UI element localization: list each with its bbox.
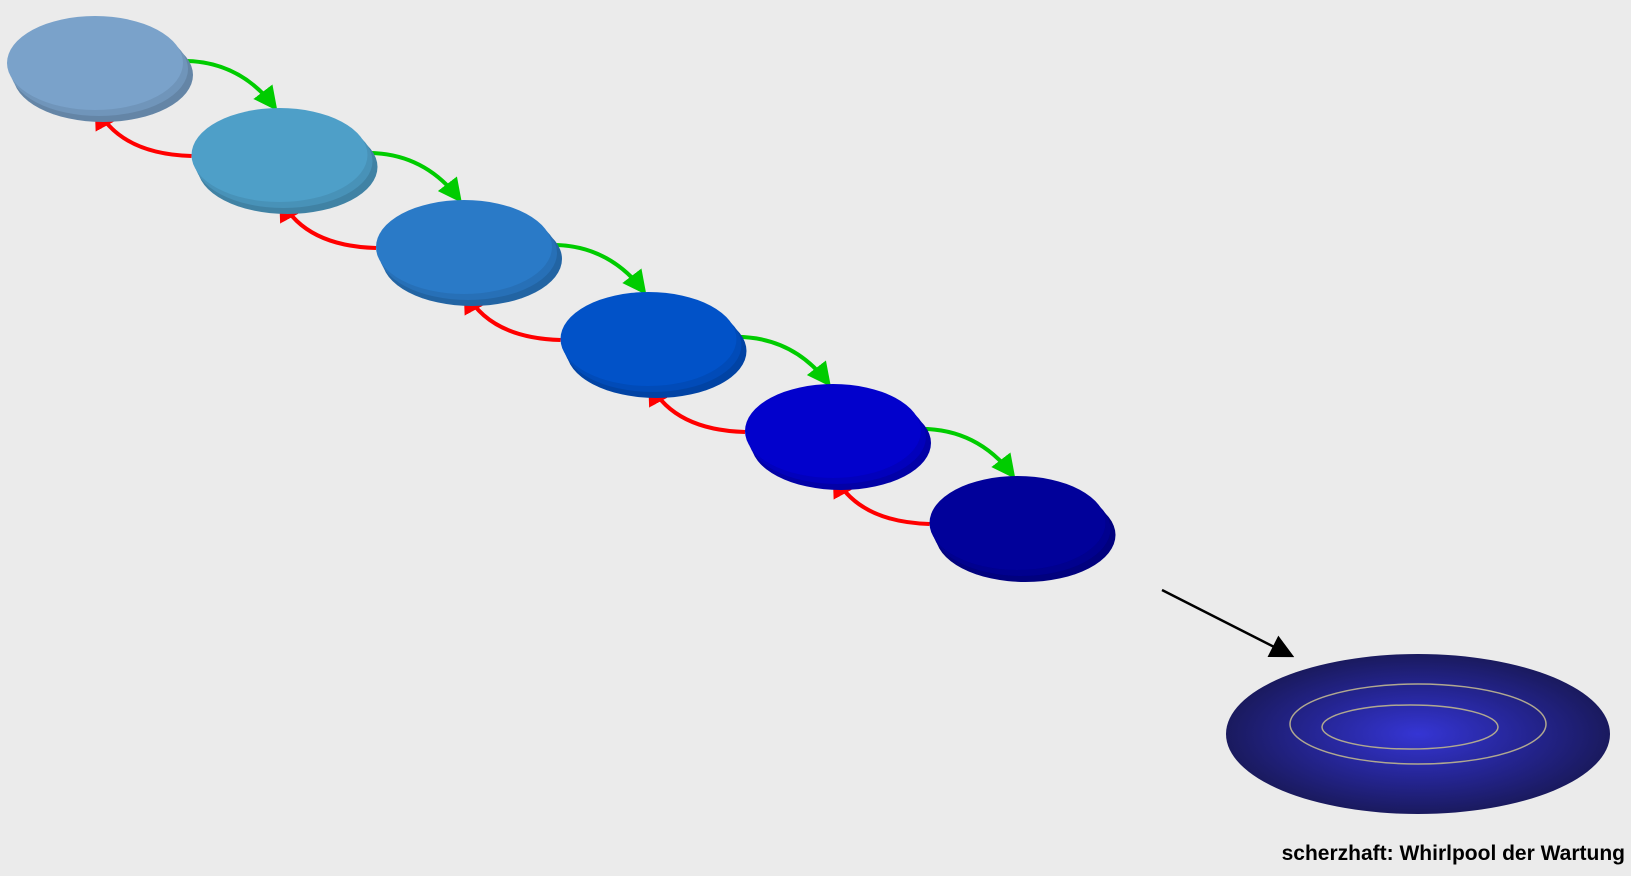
whirlpool-basin — [1226, 654, 1610, 814]
whirlpool-outer-ring — [1289, 683, 1547, 765]
process-disk — [7, 16, 193, 122]
forward-arrow — [546, 242, 647, 295]
disk-top — [929, 476, 1106, 570]
disk-top — [7, 16, 183, 110]
whirlpool — [1226, 654, 1610, 814]
disk-top — [191, 108, 368, 202]
process-disk — [929, 476, 1116, 582]
disks-layer — [7, 16, 1116, 582]
process-disk — [191, 108, 378, 214]
forward-arrow — [362, 150, 462, 203]
disk-top — [560, 292, 737, 386]
final-arrow — [1161, 588, 1295, 658]
forward-arrow — [915, 426, 1016, 479]
whirlpool-inner-ring — [1321, 704, 1499, 750]
diagram-caption: scherzhaft: Whirlpool der Wartung — [1281, 842, 1625, 865]
forward-arrow — [177, 58, 278, 111]
process-disk — [745, 384, 931, 490]
process-disk — [560, 292, 747, 398]
process-disk — [376, 200, 562, 306]
disk-top — [745, 384, 921, 478]
forward-arrow — [731, 334, 831, 387]
disk-top — [376, 200, 552, 294]
